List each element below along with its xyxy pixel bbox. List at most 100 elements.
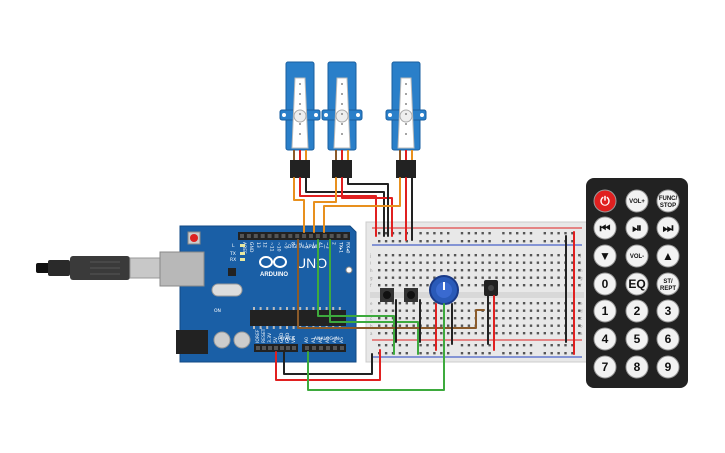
breadboard-hole[interactable] [578, 302, 581, 305]
breadboard-rail-hole[interactable] [516, 352, 519, 355]
breadboard-hole[interactable] [516, 276, 519, 279]
remote-key-power[interactable]: ⏻ [593, 189, 617, 213]
breadboard-hole[interactable] [557, 317, 560, 320]
remote-key-prev[interactable]: ⏮ [593, 216, 617, 240]
header-pin[interactable] [340, 346, 344, 350]
header-pin[interactable] [329, 234, 334, 238]
breadboard-rail-hole[interactable] [440, 344, 443, 347]
breadboard-hole[interactable] [488, 261, 491, 264]
header-pin[interactable] [240, 234, 244, 238]
breadboard-rail-hole[interactable] [550, 344, 553, 347]
breadboard-hole[interactable] [529, 269, 533, 272]
breadboard-rail-hole[interactable] [557, 240, 560, 243]
breadboard-hole[interactable] [440, 261, 443, 264]
breadboard-hole[interactable] [433, 309, 436, 312]
breadboard-rail-hole[interactable] [447, 352, 450, 355]
breadboard-hole[interactable] [460, 276, 464, 279]
breadboard-hole[interactable] [543, 261, 546, 264]
breadboard-hole[interactable] [571, 261, 574, 264]
breadboard-rail-hole[interactable] [571, 344, 574, 347]
breadboard-rail-hole[interactable] [419, 240, 422, 243]
breadboard-rail-hole[interactable] [488, 344, 491, 347]
remote-key-func-stop[interactable]: FUNC/STOP [656, 189, 680, 213]
breadboard-hole[interactable] [481, 317, 484, 320]
breadboard-hole[interactable] [557, 284, 560, 287]
breadboard-rail-hole[interactable] [419, 232, 422, 235]
breadboard-rail-hole[interactable] [467, 344, 471, 347]
breadboard-hole[interactable] [433, 324, 436, 327]
breadboard-hole[interactable] [398, 276, 402, 279]
breadboard-hole[interactable] [419, 261, 422, 264]
breadboard-hole[interactable] [405, 261, 408, 264]
breadboard-rail-hole[interactable] [509, 352, 512, 355]
breadboard-rail-hole[interactable] [502, 344, 505, 347]
breadboard-hole[interactable] [578, 309, 581, 312]
breadboard-hole[interactable] [384, 332, 388, 335]
breadboard-hole[interactable] [433, 269, 436, 272]
breadboard-hole[interactable] [378, 269, 381, 272]
header-pin[interactable] [302, 234, 307, 238]
breadboard-hole[interactable] [495, 309, 498, 312]
breadboard-hole[interactable] [426, 324, 429, 327]
breadboard-hole[interactable] [426, 309, 429, 312]
breadboard-hole[interactable] [474, 276, 477, 279]
breadboard-rail-hole[interactable] [460, 344, 464, 347]
breadboard-hole[interactable] [481, 269, 484, 272]
breadboard-hole[interactable] [516, 309, 519, 312]
breadboard-hole[interactable] [516, 332, 519, 335]
breadboard-hole[interactable] [502, 269, 505, 272]
breadboard-hole[interactable] [516, 324, 519, 327]
breadboard-rail-hole[interactable] [440, 352, 443, 355]
header-pin[interactable] [292, 346, 296, 350]
breadboard-hole[interactable] [412, 254, 415, 257]
remote-key-next[interactable]: ⏭ [656, 216, 680, 240]
breadboard-hole[interactable] [529, 332, 533, 335]
remote-key-eight[interactable]: 8 [625, 355, 649, 379]
breadboard-rail-hole[interactable] [481, 232, 484, 235]
breadboard-hole[interactable] [529, 261, 533, 264]
breadboard-hole[interactable] [405, 317, 408, 320]
breadboard-rail-hole[interactable] [419, 352, 422, 355]
breadboard-rail-hole[interactable] [405, 344, 408, 347]
breadboard-hole[interactable] [488, 332, 491, 335]
breadboard-rail-hole[interactable] [550, 240, 553, 243]
breadboard-hole[interactable] [453, 261, 457, 264]
breadboard-hole[interactable] [384, 254, 388, 257]
breadboard-hole[interactable] [495, 269, 498, 272]
breadboard-hole[interactable] [571, 302, 574, 305]
breadboard-hole[interactable] [502, 276, 505, 279]
breadboard-rail-hole[interactable] [378, 232, 381, 235]
breadboard-hole[interactable] [426, 276, 429, 279]
breadboard-hole[interactable] [405, 332, 408, 335]
push-button-1[interactable] [380, 288, 394, 302]
remote-key-two[interactable]: 2 [625, 299, 649, 323]
breadboard-hole[interactable] [391, 254, 395, 257]
breadboard-hole[interactable] [481, 276, 484, 279]
breadboard-hole[interactable] [384, 261, 388, 264]
breadboard-hole[interactable] [398, 317, 402, 320]
breadboard-hole[interactable] [419, 276, 422, 279]
breadboard-rail-hole[interactable] [440, 232, 443, 235]
breadboard-hole[interactable] [529, 254, 533, 257]
breadboard-hole[interactable] [571, 324, 574, 327]
breadboard-hole[interactable] [543, 317, 546, 320]
header-pin[interactable] [274, 346, 278, 350]
breadboard-hole[interactable] [460, 317, 464, 320]
breadboard-rail-hole[interactable] [509, 240, 512, 243]
remote-key-nine[interactable]: 9 [656, 355, 680, 379]
breadboard-hole[interactable] [426, 332, 429, 335]
breadboard-hole[interactable] [578, 276, 581, 279]
breadboard-rail-hole[interactable] [488, 352, 491, 355]
breadboard-hole[interactable] [467, 254, 471, 257]
breadboard-hole[interactable] [474, 254, 477, 257]
breadboard-rail-hole[interactable] [384, 344, 388, 347]
breadboard-hole[interactable] [571, 254, 574, 257]
breadboard-hole[interactable] [522, 324, 526, 327]
breadboard-hole[interactable] [467, 284, 471, 287]
breadboard-hole[interactable] [433, 332, 436, 335]
breadboard-rail-hole[interactable] [433, 352, 436, 355]
breadboard-hole[interactable] [522, 309, 526, 312]
breadboard-hole[interactable] [522, 254, 526, 257]
breadboard-rail-hole[interactable] [378, 240, 381, 243]
breadboard-hole[interactable] [419, 269, 422, 272]
